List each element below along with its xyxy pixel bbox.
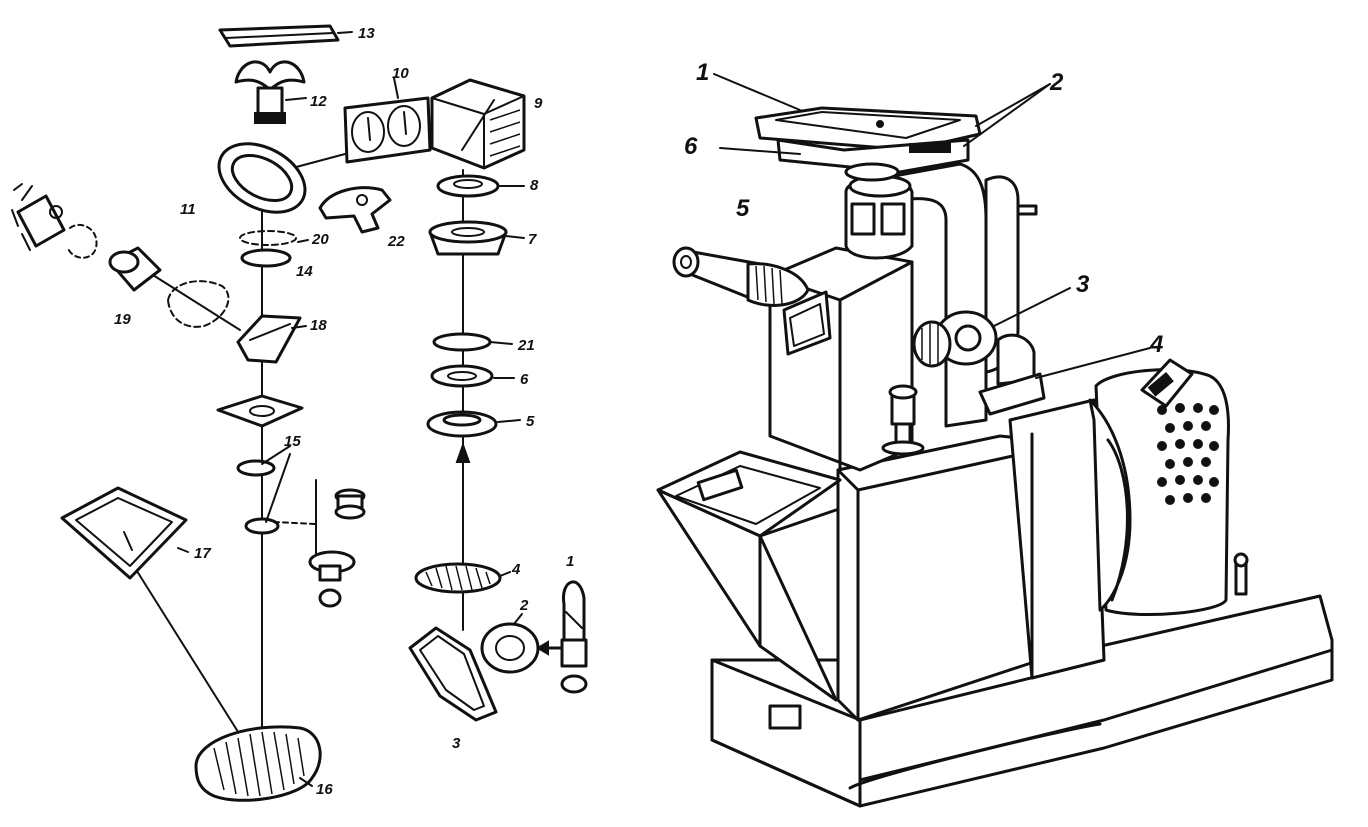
label-14: 14 (296, 263, 313, 280)
label-6: 6 (520, 371, 529, 388)
label-11: 11 (180, 201, 196, 218)
lens-6 (430, 364, 494, 388)
label-17: 17 (194, 545, 211, 562)
label-5: 5 (526, 413, 535, 430)
label-13: 13 (358, 25, 375, 42)
lamp-1 (560, 580, 588, 694)
label-3: 3 (452, 735, 461, 752)
eyepiece-19 (11, 183, 230, 328)
prism-18 (236, 314, 302, 364)
base-platform (710, 594, 1334, 808)
lens-15-b (244, 517, 280, 535)
front-panel (656, 450, 842, 702)
lens-15-a (236, 459, 276, 477)
lamp-housing (1088, 358, 1249, 617)
microscope-drawing: 1 2 6 5 3 4 (656, 59, 1334, 808)
label-r1: 1 (696, 59, 709, 86)
reticle-plate-10 (343, 96, 432, 164)
lens-21 (432, 332, 492, 352)
condenser-2 (480, 622, 564, 674)
label-8-top: 8 (530, 177, 539, 194)
label-1: 1 (566, 553, 574, 570)
objective-holder-7 (428, 220, 508, 256)
label-18: 18 (310, 317, 327, 334)
label-12: 12 (310, 93, 327, 110)
label-15: 15 (284, 433, 301, 450)
label-r5: 5 (736, 195, 750, 222)
lamp-connector-4 (881, 333, 1046, 456)
label-22: 22 (387, 233, 405, 250)
prism-9 (430, 78, 526, 170)
clamp-22 (318, 186, 392, 234)
diffuser-4 (414, 562, 502, 594)
lens-8-top (436, 174, 500, 198)
label-10: 10 (392, 65, 409, 82)
label-9: 9 (534, 95, 543, 112)
objective-12 (234, 60, 306, 124)
lens-20 (239, 230, 297, 246)
optical-scheme: 13 12 10 9 11 8 20 22 7 14 19 18 21 6 5 … (11, 24, 588, 802)
main-body (836, 398, 1106, 722)
lens-14 (240, 248, 292, 268)
focus-knob-3 (912, 310, 998, 368)
ring-dial-11 (217, 142, 307, 214)
label-19: 19 (114, 311, 131, 328)
diamond-plate (216, 394, 304, 428)
label-r3: 3 (1076, 271, 1090, 298)
diaphragm-5 (426, 410, 498, 438)
mirror-3 (408, 626, 498, 722)
label-21: 21 (517, 337, 535, 354)
objective-turret (844, 174, 914, 260)
turret-assembly (308, 479, 366, 608)
base-mirror-16 (194, 725, 322, 802)
eyepiece-tube-5 (672, 246, 810, 307)
stage (754, 106, 982, 182)
stage-plate-13 (218, 24, 340, 48)
mirror-17 (60, 486, 188, 580)
label-16: 16 (316, 781, 333, 798)
label-r4: 4 (1149, 331, 1163, 358)
label-2: 2 (519, 597, 529, 614)
label-7: 7 (528, 231, 537, 248)
label-20: 20 (311, 231, 329, 248)
label-4: 4 (511, 561, 521, 578)
label-r6: 6 (684, 133, 698, 160)
label-r2: 2 (1049, 69, 1064, 96)
